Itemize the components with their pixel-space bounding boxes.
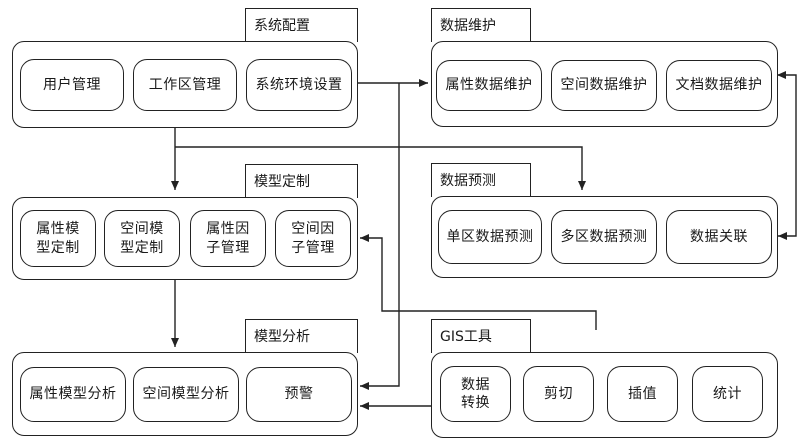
- node-multi-region-forecast[interactable]: 多区数据预测: [551, 210, 657, 264]
- node-document-data-maintenance[interactable]: 文档数据维护: [666, 60, 772, 111]
- group-title-model-analysis: 模型分析: [245, 319, 358, 353]
- group-title-data-maintenance: 数据维护: [431, 8, 531, 42]
- node-single-region-forecast[interactable]: 单区数据预测: [438, 210, 542, 264]
- node-spatial-model-custom[interactable]: 空间模 型定制: [104, 210, 180, 267]
- node-user-management[interactable]: 用户管理: [20, 59, 124, 111]
- node-early-warning[interactable]: 预警: [246, 367, 352, 422]
- node-statistics[interactable]: 统计: [692, 366, 763, 422]
- group-model-analysis: [12, 352, 358, 436]
- node-spatial-factor-management[interactable]: 空间因 子管理: [275, 210, 351, 267]
- node-attribute-model-analysis[interactable]: 属性模型分析: [20, 367, 126, 422]
- group-title-data-forecast: 数据预测: [431, 163, 531, 197]
- group-model-custom: [12, 197, 358, 280]
- node-system-environment[interactable]: 系统环境设置: [246, 59, 352, 111]
- arrow-trunk-to-analysis: [360, 83, 400, 390]
- group-gis-tools: [431, 352, 778, 438]
- node-attribute-data-maintenance[interactable]: 属性数据维护: [436, 60, 542, 111]
- node-attribute-factor-management[interactable]: 属性因 子管理: [190, 210, 266, 267]
- node-interpolation[interactable]: 插值: [607, 366, 678, 422]
- node-data-association[interactable]: 数据关联: [666, 210, 772, 264]
- group-system-config: [12, 41, 358, 128]
- group-title-gis-tools: GIS工具: [431, 319, 531, 353]
- node-spatial-data-maintenance[interactable]: 空间数据维护: [551, 60, 657, 111]
- node-workspace-management[interactable]: 工作区管理: [133, 59, 237, 111]
- group-title-system-config: 系统配置: [245, 8, 358, 42]
- group-data-forecast: [431, 196, 778, 278]
- node-attribute-model-custom[interactable]: 属性模 型定制: [20, 210, 96, 267]
- group-data-maintenance: [431, 41, 778, 127]
- arrow-maintenance-forecast: [777, 71, 797, 240]
- group-title-model-custom: 模型定制: [245, 164, 358, 198]
- node-data-conversion[interactable]: 数据 转换: [440, 366, 511, 422]
- node-clip[interactable]: 剪切: [523, 366, 594, 422]
- node-spatial-model-analysis[interactable]: 空间模型分析: [133, 367, 239, 422]
